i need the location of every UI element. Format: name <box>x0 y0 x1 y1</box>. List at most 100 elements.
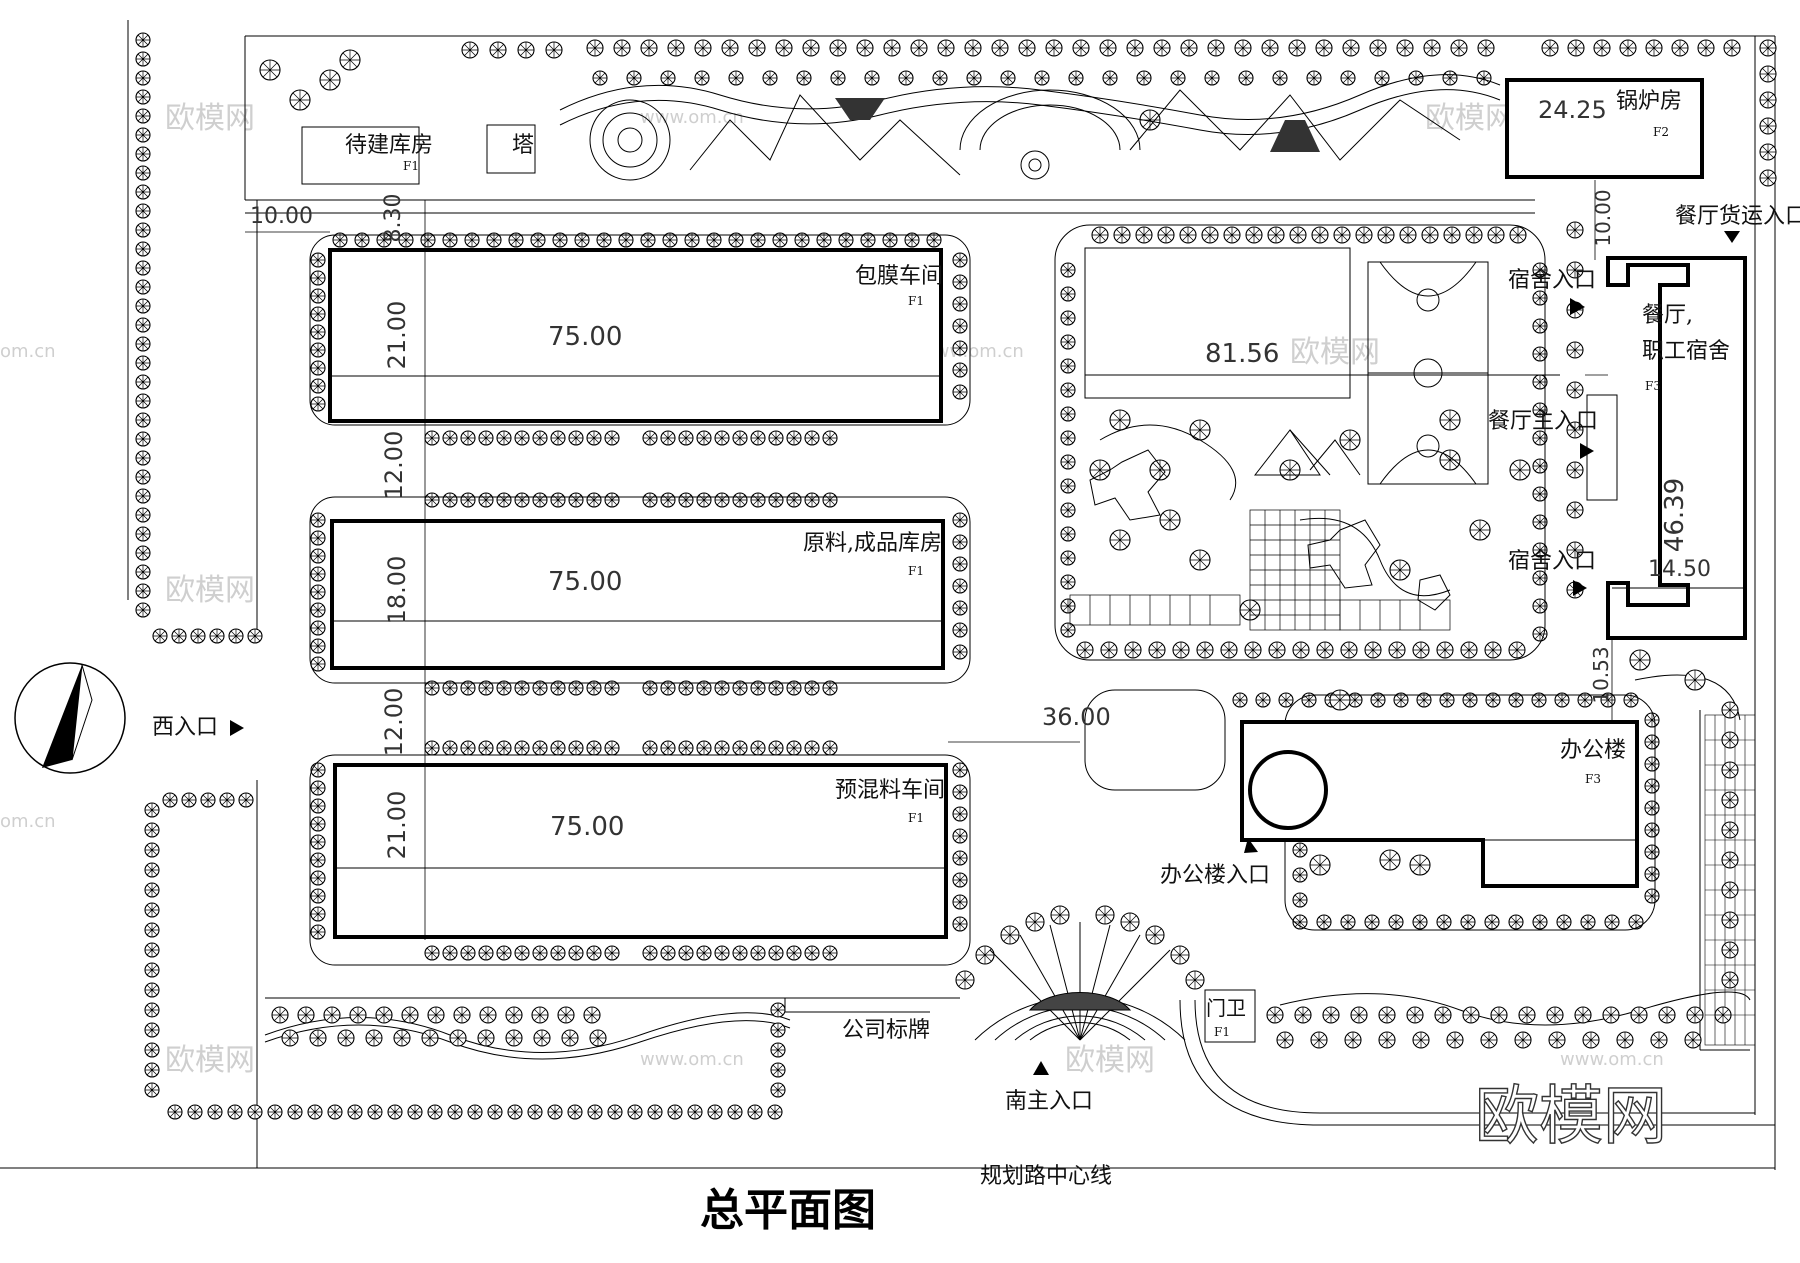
tree-symbol <box>1566 421 1584 439</box>
tree-symbol <box>660 740 676 756</box>
tree-symbol <box>135 279 151 295</box>
tree-symbol <box>327 1104 343 1120</box>
tree-symbol <box>135 165 151 181</box>
watermark-short-url: om.cn <box>0 341 56 362</box>
tree-symbol <box>1244 641 1262 659</box>
tree-symbol <box>514 492 530 508</box>
tree-symbol <box>1148 641 1166 659</box>
tree-symbol <box>1721 941 1739 959</box>
tree-symbol <box>478 945 494 961</box>
tree-symbol <box>1616 1031 1634 1049</box>
tree-symbol <box>1102 70 1118 86</box>
tree-symbol <box>1347 692 1363 708</box>
tree-symbol <box>1340 641 1358 659</box>
tree-symbol <box>1490 1006 1508 1024</box>
tree-symbol <box>310 342 326 358</box>
tree-symbol <box>135 488 151 504</box>
entrance-canteen-main: 餐厅主入口 <box>1488 409 1598 459</box>
tree-symbol <box>707 1104 723 1120</box>
tree-symbol <box>401 1006 419 1024</box>
tree-symbol <box>952 644 968 660</box>
tree-symbol <box>952 916 968 932</box>
tree-symbol <box>1060 310 1076 326</box>
tree-symbol <box>135 602 151 618</box>
tree-symbol <box>1120 912 1140 932</box>
tree-symbol <box>187 1104 203 1120</box>
tree-symbol <box>310 548 326 564</box>
south-entrance-plaza <box>974 922 1186 1041</box>
tree-symbol <box>694 39 712 57</box>
tree-symbol <box>1723 39 1741 57</box>
tree-symbol <box>310 834 326 850</box>
tree-symbol <box>1364 641 1382 659</box>
watermark-logo: 欧模网 <box>1475 1080 1667 1154</box>
tree-symbol <box>660 945 676 961</box>
tree-symbol <box>1370 692 1386 708</box>
tree-symbol <box>310 656 326 672</box>
tree-symbol <box>531 1006 549 1024</box>
tree-symbol <box>1462 692 1478 708</box>
tree-symbol <box>728 232 744 248</box>
company-sign-label: 公司标牌 <box>842 1018 930 1043</box>
tree-symbol <box>442 492 458 508</box>
tree-symbol <box>228 628 244 644</box>
tree-symbol <box>247 1104 263 1120</box>
tree-symbol <box>1157 226 1175 244</box>
tree-symbol <box>1100 641 1118 659</box>
tree-symbol <box>1485 692 1501 708</box>
tree-symbol <box>135 146 151 162</box>
tree-symbol <box>1644 866 1660 882</box>
tree-symbol <box>642 945 658 961</box>
tree-symbol <box>804 430 820 446</box>
tree-symbol <box>1508 914 1524 930</box>
tree-symbol <box>750 945 766 961</box>
tree-symbol <box>1406 1006 1424 1024</box>
tree-symbol <box>1465 226 1483 244</box>
tree-symbol <box>1412 1031 1430 1049</box>
tree-symbol <box>1408 70 1424 86</box>
tree-symbol <box>1399 226 1417 244</box>
central-landscape: 81.56 <box>1054 224 1560 661</box>
tree-symbol <box>496 430 512 446</box>
tree-symbol <box>477 1029 495 1047</box>
tree-symbol <box>181 792 197 808</box>
tree-symbol <box>310 530 326 546</box>
tree-symbol <box>1721 911 1739 929</box>
tree-symbol <box>1548 1031 1566 1049</box>
tree-symbol <box>750 680 766 696</box>
tree-symbol <box>460 680 476 696</box>
tree-symbol <box>310 306 326 322</box>
tree-symbol <box>1721 881 1739 899</box>
tree-symbol <box>952 622 968 638</box>
tree-symbol <box>1686 1006 1704 1024</box>
tree-symbol <box>802 39 820 57</box>
tree-symbol <box>424 945 440 961</box>
tree-symbol <box>460 430 476 446</box>
tree-symbol <box>1153 39 1171 57</box>
tree-symbol <box>583 1006 601 1024</box>
watermark-short-url: om.cn <box>0 811 56 832</box>
tree-symbol <box>952 894 968 910</box>
tree-symbol <box>706 232 722 248</box>
tree-symbol <box>1189 549 1211 571</box>
tree-symbol <box>449 1029 467 1047</box>
tree-symbol <box>532 492 548 508</box>
tree-symbol <box>1460 641 1478 659</box>
tree-symbol <box>586 945 602 961</box>
dim-row-gap-1: 12.00 <box>380 431 408 500</box>
tree-symbol <box>618 232 634 248</box>
entrance-west-label: 西入口 <box>152 715 218 740</box>
tree-symbol <box>586 430 602 446</box>
dim-office-offset: 36.00 <box>1042 703 1111 731</box>
tree-symbol <box>660 680 676 696</box>
tree-symbol <box>1034 70 1050 86</box>
tree-symbol <box>1508 692 1524 708</box>
tree-symbol <box>587 1104 603 1120</box>
tree-symbol <box>310 798 326 814</box>
tree-symbol <box>1145 925 1165 945</box>
tree-symbol <box>770 1002 786 1018</box>
tree-symbol <box>786 680 802 696</box>
tree-symbol <box>1180 39 1198 57</box>
tree-symbol <box>1566 221 1584 239</box>
company-sign: 公司标牌 <box>842 1018 930 1043</box>
